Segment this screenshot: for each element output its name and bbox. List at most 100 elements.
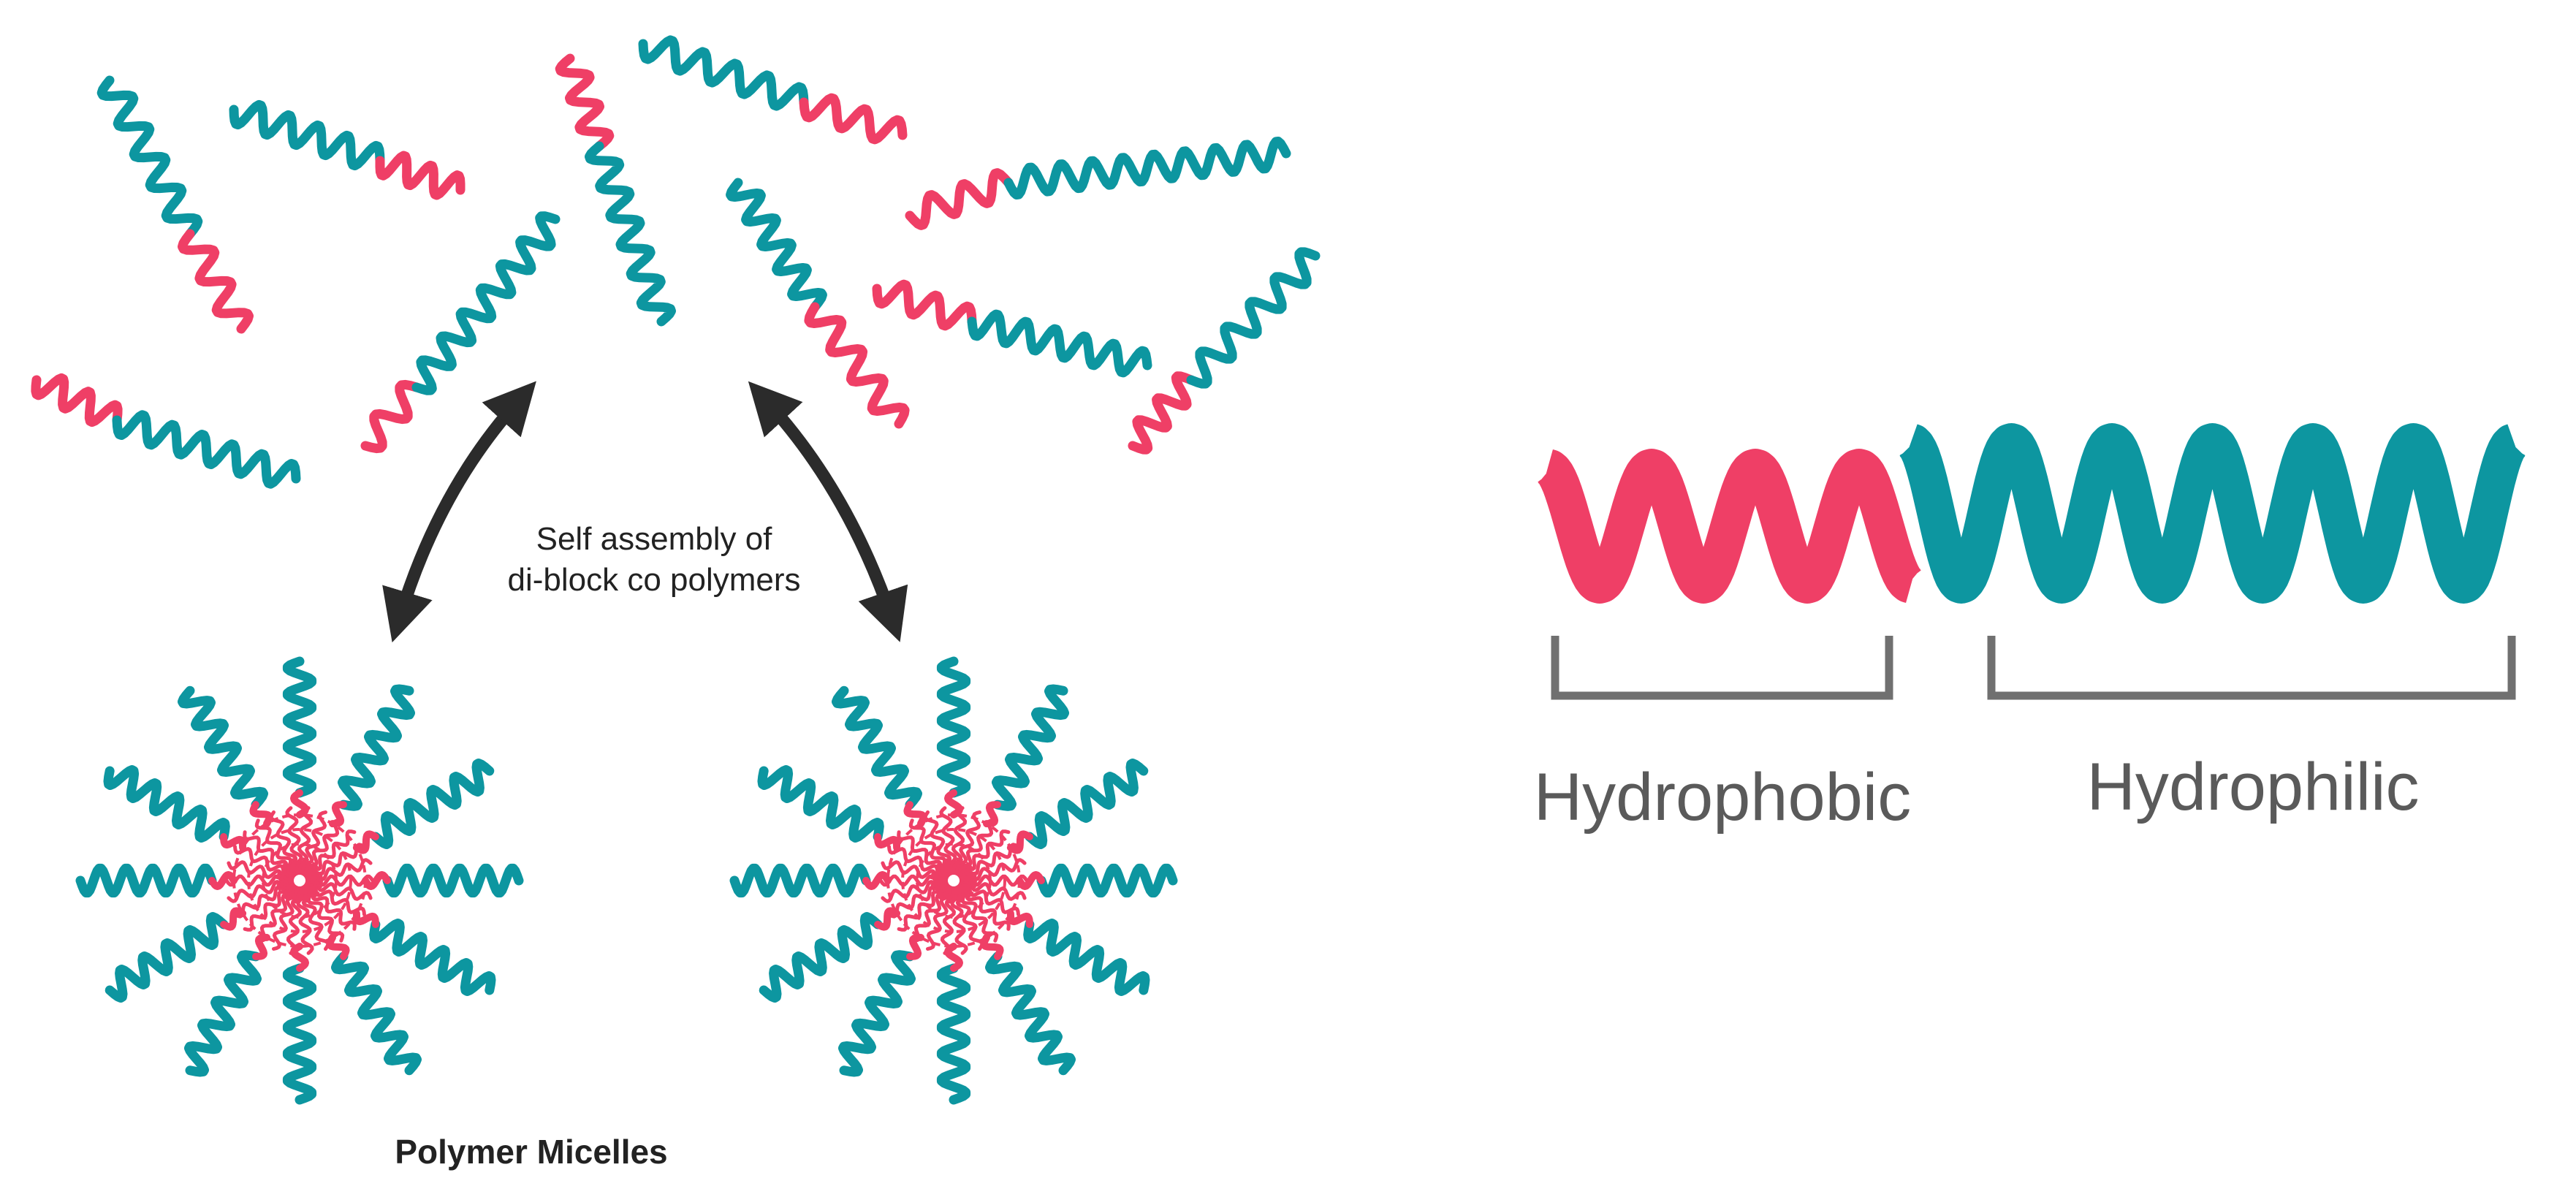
- core-ring: [276, 857, 323, 904]
- hydrophobic-block: [1128, 371, 1196, 455]
- corona-arm: [936, 963, 971, 1105]
- core-link: [874, 833, 901, 851]
- diblock-chain: [1128, 247, 1321, 455]
- corona-arm: [371, 759, 495, 849]
- core-strand: [224, 874, 302, 887]
- core-ring: [262, 843, 338, 919]
- polymer-micelle-right: [729, 656, 1178, 1105]
- core-strand: [297, 878, 373, 901]
- diblock-chain: [555, 53, 676, 327]
- corona-arm: [759, 912, 883, 1003]
- core-link: [249, 801, 273, 828]
- corona-arm: [832, 685, 922, 810]
- core-link: [290, 943, 309, 972]
- hydrophobic-block: [31, 373, 123, 428]
- corona-arm: [992, 684, 1069, 811]
- diblock-chain: [31, 373, 301, 489]
- corona-arm: [382, 863, 524, 898]
- core-strand: [949, 878, 984, 951]
- hydrophobic-block: [804, 302, 910, 429]
- corona-arm: [936, 656, 971, 798]
- hydrophilic-label: Hydrophilic: [2086, 750, 2419, 824]
- hydrophobic-block: [375, 151, 466, 200]
- hydrophilic-block: [1894, 423, 2531, 604]
- polymer-micelle-left: [75, 656, 524, 1105]
- hydrophobic-block: [360, 379, 422, 454]
- core-strand: [951, 858, 1027, 886]
- micelle-core: [224, 806, 375, 955]
- core-link: [329, 801, 347, 828]
- corona-arm: [1025, 759, 1149, 849]
- hydrophilic-bracket: [1987, 636, 2516, 700]
- core-ring: [901, 828, 1006, 933]
- hydrophobic-block: [178, 229, 254, 334]
- diblock-chain: [638, 35, 908, 145]
- hydrophilic-block: [638, 35, 809, 111]
- hydrophilic-block: [112, 410, 301, 489]
- core-link: [862, 871, 892, 890]
- core-link: [252, 933, 270, 960]
- diblock-chain: [905, 137, 1291, 230]
- core-ring: [916, 843, 992, 919]
- hydrophilic-block: [1003, 137, 1291, 200]
- core-strand: [951, 878, 1027, 901]
- core-link: [906, 933, 924, 960]
- core-center: [294, 875, 305, 886]
- core-link: [903, 801, 927, 828]
- corona-arm: [369, 919, 496, 996]
- core-link: [290, 789, 309, 818]
- diblock-chain: [360, 211, 561, 454]
- core-strand: [256, 878, 302, 943]
- core-link: [944, 943, 963, 972]
- hydrophilic-block: [229, 99, 385, 171]
- core-link: [220, 833, 247, 851]
- core-strand: [297, 810, 327, 883]
- corona-arm: [178, 685, 268, 810]
- core-link: [326, 933, 350, 960]
- core-center: [948, 875, 960, 886]
- left-double-arrow: [382, 381, 536, 643]
- right-double-arrow: [748, 381, 908, 642]
- hydrophobic-bracket: [1551, 636, 1893, 700]
- micelle-core: [878, 806, 1029, 955]
- core-link: [352, 910, 379, 928]
- corona-arm: [757, 765, 884, 843]
- assembly-caption-line1: Self assembly of: [536, 521, 773, 557]
- free-diblock-copolymers: [31, 35, 1321, 489]
- core-ring: [247, 828, 352, 933]
- core-ring: [930, 857, 977, 904]
- diblock-chain: [96, 75, 254, 334]
- core-strand: [908, 818, 957, 883]
- hydrophobic-label: Hydrophobic: [1534, 760, 1912, 835]
- hydrophilic-block: [726, 178, 827, 312]
- core-link: [1006, 910, 1033, 928]
- micelles-caption: Polymer Micelles: [395, 1133, 667, 1171]
- corona-arm: [1023, 919, 1150, 996]
- core-link: [208, 871, 238, 890]
- diblock-chain: [229, 99, 466, 200]
- corona-arm: [105, 912, 229, 1003]
- corona-arm: [184, 950, 262, 1077]
- core-link: [874, 907, 901, 931]
- core-link: [362, 871, 391, 890]
- corona-arm: [838, 950, 916, 1077]
- diblock-chain: [872, 279, 1152, 378]
- core-strand: [297, 858, 373, 886]
- corona-arm: [729, 863, 871, 898]
- corona-arm: [985, 951, 1076, 1076]
- assembly-caption-line2: di-block co polymers: [507, 562, 800, 598]
- core-link: [1006, 830, 1033, 854]
- corona-arm: [1036, 863, 1178, 898]
- hydrophilic-block: [967, 309, 1152, 378]
- core-link: [220, 907, 247, 931]
- hydrophobic-block: [905, 168, 1014, 230]
- core-strand: [910, 878, 956, 943]
- hydrophilic-block: [1186, 247, 1321, 389]
- corona-arm: [103, 765, 230, 843]
- corona-arm: [75, 863, 217, 898]
- corona-arm: [331, 951, 422, 1076]
- corona-arm: [338, 684, 415, 811]
- core-link: [352, 830, 379, 854]
- corona-arm: [282, 656, 317, 798]
- core-strand: [254, 818, 303, 883]
